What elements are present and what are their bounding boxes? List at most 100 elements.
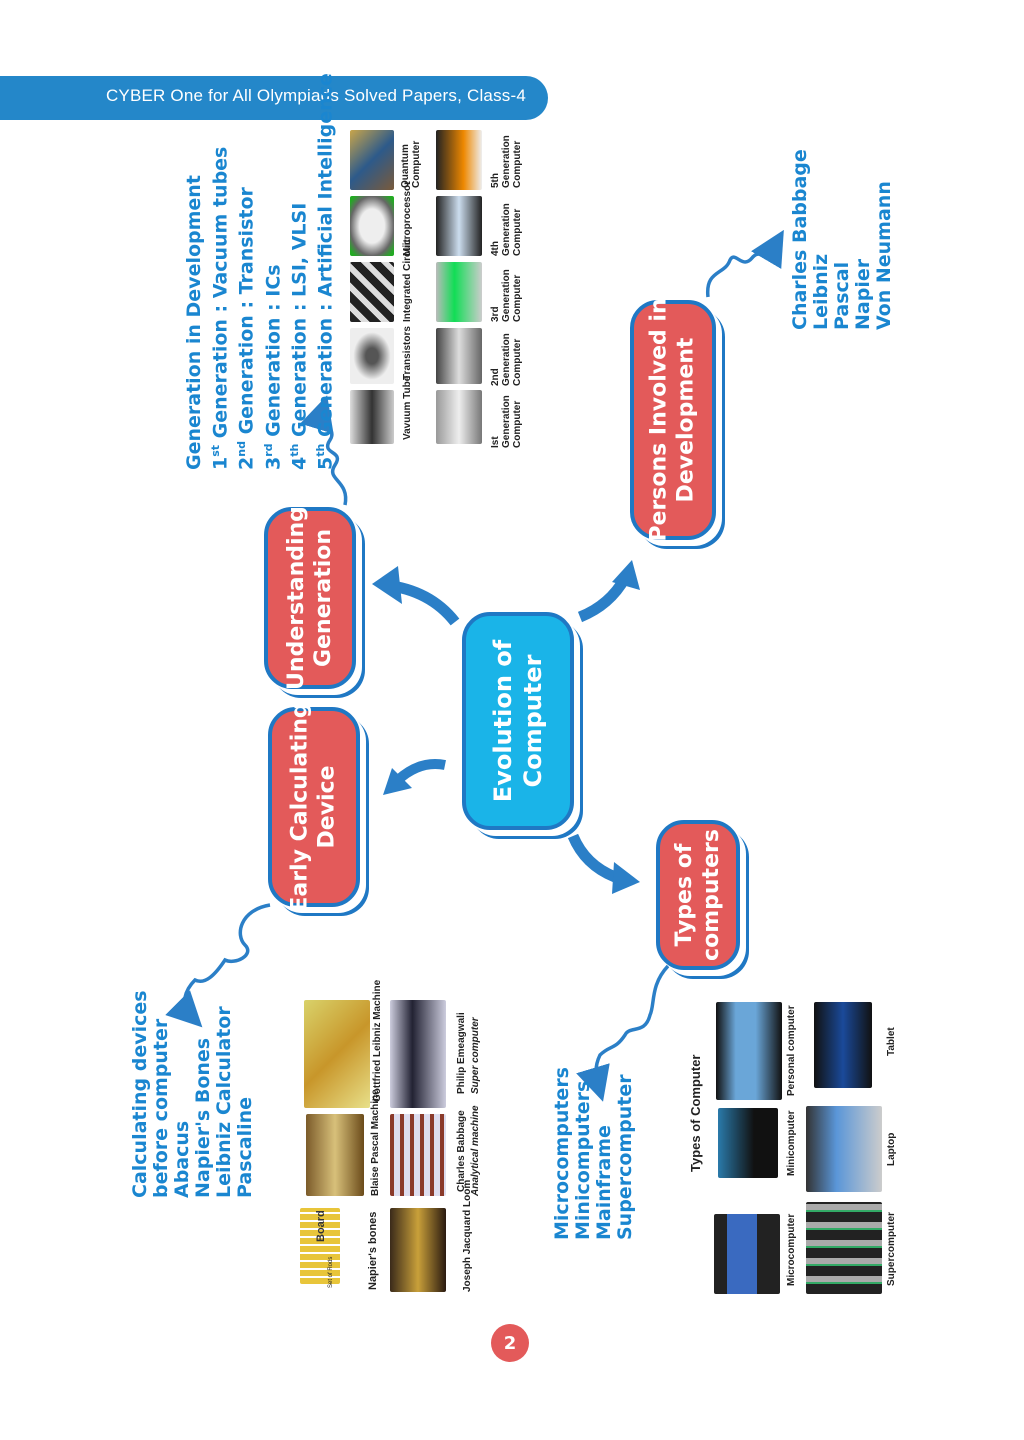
person-item: Napier xyxy=(852,258,874,330)
napier-rods-label: Set of Rods xyxy=(328,1256,334,1288)
photo-laptop xyxy=(806,1106,882,1192)
photo-leibniz-machine xyxy=(304,1000,370,1108)
node-types-of-computers: Types of computers xyxy=(656,820,740,970)
caption-napiers-bones: Napier's bones xyxy=(367,1211,379,1290)
curl-understanding xyxy=(300,395,348,506)
arrow-to-types xyxy=(567,833,618,883)
arrow-to-early xyxy=(394,759,446,784)
photo-quantum xyxy=(350,130,394,190)
caption-minicomputer: Minicomputer xyxy=(786,1110,797,1176)
calculating-item: Abacus xyxy=(171,1120,193,1198)
types-list: Microcomputers Minicomputers Mainframe S… xyxy=(551,1067,636,1240)
node-persons-label: Persons Involved in Development xyxy=(647,298,699,542)
arrowhead-early xyxy=(383,768,412,795)
generation-item: 2nd Generation : Transistor xyxy=(235,187,258,470)
types-item: Supercomputer xyxy=(614,1074,636,1240)
photo-tablet xyxy=(814,1002,872,1088)
photo-minicomputer xyxy=(718,1108,778,1178)
person-item: Von Neumann xyxy=(873,181,895,330)
caption-gen2: 2nd Generation Computer xyxy=(490,333,523,386)
arrow-to-persons xyxy=(577,575,630,623)
photo-personal-computer xyxy=(716,1002,782,1100)
caption-personal-computer: Personal computer xyxy=(786,1005,797,1096)
arrowhead-types xyxy=(612,862,640,894)
generation-list-title: Generation in Development xyxy=(183,175,205,470)
caption-jacquard-loom: Joseph Jacquard Loom xyxy=(462,1179,473,1292)
photo-gen1-computer xyxy=(436,390,482,444)
types-item: Minicomputers xyxy=(572,1080,594,1240)
calculating-item: Pascaline xyxy=(234,1096,256,1198)
calculating-item: Napier's Bones xyxy=(192,1037,214,1198)
arrowhead-persons xyxy=(612,560,640,590)
caption-microprocessor: Microprocessor xyxy=(402,180,413,256)
photo-gen3-computer xyxy=(436,262,482,322)
caption-leibniz-machine: Gottfried Leibniz Machine xyxy=(372,979,383,1102)
caption-babbage: Charles Babbage xyxy=(456,1110,467,1192)
photo-jacquard-loom xyxy=(390,1208,446,1292)
photo-microcomputer xyxy=(714,1214,780,1294)
caption-laptop: Laptop xyxy=(886,1132,897,1166)
generation-images-panel: Vavuum Tube Transistors Integrated Circu… xyxy=(344,122,544,448)
photo-supercomputer xyxy=(806,1202,882,1294)
photo-babbage-analytical xyxy=(390,1114,446,1196)
header-title: CYBER One for All Olympiads Solved Paper… xyxy=(105,86,526,105)
central-node-label: Evolution of Computer xyxy=(489,639,547,803)
caption-quantum: Quantum Computer xyxy=(400,140,422,188)
person-item: Pascal xyxy=(831,261,853,330)
calculating-item: before computer xyxy=(150,1018,172,1198)
node-early-calculating-device: Early Calculating Device xyxy=(268,702,360,912)
caption-gen1: Ist Generation Computer xyxy=(490,395,523,448)
calculating-devices-list: Calculating devices before computer Abac… xyxy=(129,990,256,1198)
node-understanding-generation: Understanding Generation xyxy=(264,506,356,690)
early-devices-images-panel: Board Set of Rods Napier's bones Blaise … xyxy=(296,980,496,1296)
caption-pascal-machine: Blaise Pascal Machine xyxy=(370,1089,381,1196)
caption-babbage-sub: Analytical machine xyxy=(470,1105,481,1196)
person-item: Charles Babbage xyxy=(789,149,811,330)
node-early-calculating-label: Early Calculating Device xyxy=(288,702,341,912)
curl-types xyxy=(576,964,670,1102)
generation-list: Generation in Development 1st Generation… xyxy=(183,73,337,470)
photo-pascal-machine xyxy=(306,1114,364,1196)
caption-gen4: 4th Generation Computer xyxy=(490,203,523,256)
caption-emeagwali-sub: Super computer xyxy=(470,1017,481,1094)
caption-microcomputer: Microcomputer xyxy=(786,1213,797,1286)
page-number: 2 xyxy=(491,1324,529,1362)
types-item: Microcomputers xyxy=(551,1067,573,1240)
calculating-item: Leibniz Calculator xyxy=(213,1006,235,1198)
photo-microprocessor xyxy=(350,196,394,256)
types-images-panel: Types of Computer Microcomputer Minicomp… xyxy=(686,996,900,1296)
generation-item: 1st Generation : Vacuum tubes xyxy=(209,146,232,470)
photo-napiers-bones xyxy=(300,1208,340,1284)
caption-transistors: Transistors xyxy=(402,326,413,380)
persons-list: Charles Babbage Leibniz Pascal Napier Vo… xyxy=(789,149,895,330)
caption-gen5: 5th Generation Computer xyxy=(490,135,523,188)
caption-vacuum-tube: Vavuum Tube xyxy=(402,375,413,440)
types-images-title: Types of Computer xyxy=(688,1054,703,1173)
caption-tablet: Tablet xyxy=(886,1027,897,1056)
curl-early xyxy=(165,903,271,1028)
photo-emeagwali-supercomputer xyxy=(390,1000,446,1108)
caption-gen3: 3rd Generation Computer xyxy=(490,269,523,322)
generation-item: 5th Generation : Artificial Intelligence xyxy=(314,73,337,470)
photo-gen5-computer xyxy=(436,130,482,190)
generation-item: 4th Generation : LSI, VLSI xyxy=(287,202,311,470)
calculating-item: Calculating devices xyxy=(129,990,151,1198)
node-understanding-label: Understanding Generation xyxy=(284,506,336,690)
photo-vacuum-tube xyxy=(350,390,394,444)
photo-gen4-computer xyxy=(436,196,482,256)
node-types-label: Types of computers xyxy=(672,829,724,961)
photo-transistors xyxy=(350,328,394,384)
caption-emeagwali: Philip Emeagwali xyxy=(456,1012,467,1094)
photo-integrated-circuit xyxy=(350,262,394,322)
arrowhead-understanding xyxy=(372,566,402,604)
person-item: Leibniz xyxy=(810,253,832,330)
types-item: Mainframe xyxy=(593,1125,615,1240)
central-node-evolution: Evolution of Computer xyxy=(462,612,574,830)
curl-persons xyxy=(706,229,784,298)
node-persons-involved: Persons Involved in Development xyxy=(630,298,716,542)
photo-gen2-computer xyxy=(436,328,482,384)
caption-supercomputer: Supercomputer xyxy=(886,1212,897,1286)
generation-item: 3rd Generation : ICs xyxy=(261,264,284,470)
header-bar: CYBER One for All Olympiads Solved Paper… xyxy=(0,76,548,120)
